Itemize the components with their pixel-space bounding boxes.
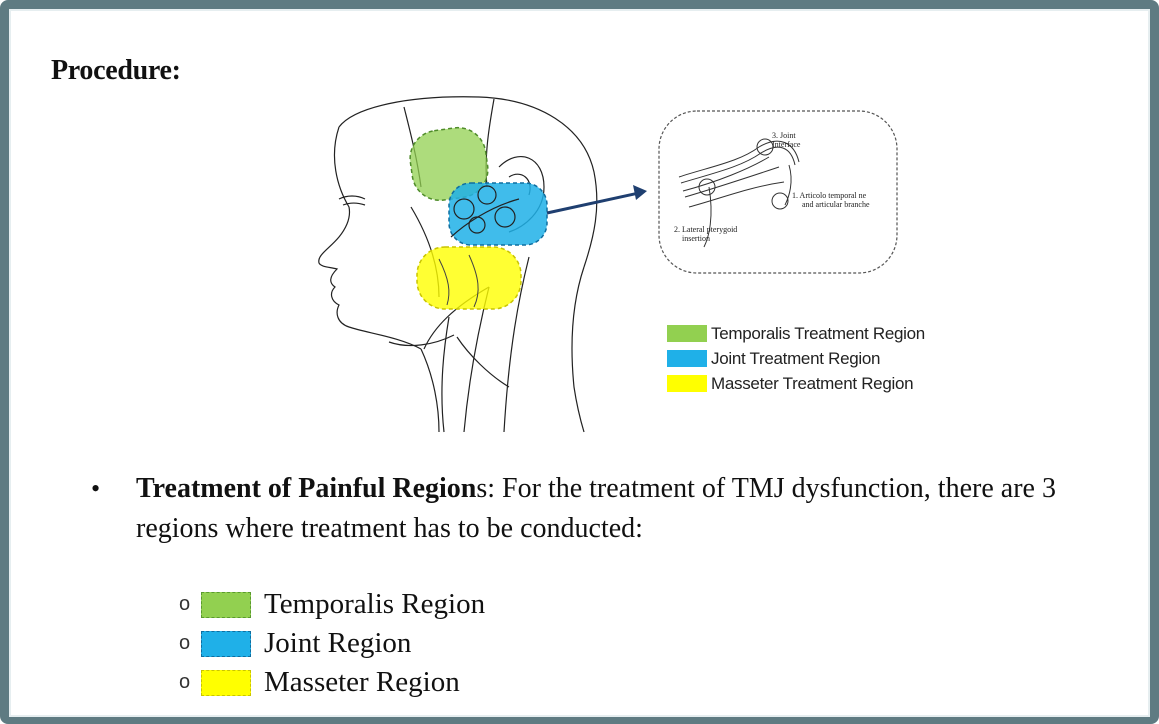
- legend-item-joint: Joint Treatment Region: [667, 346, 925, 371]
- bullet-bold-text: Treatment of Painful Region: [136, 473, 476, 504]
- bullet-text: Treatment of Painful Regions: For the tr…: [136, 469, 1076, 549]
- figure-legend: Temporalis Treatment Region Joint Treatm…: [667, 321, 925, 396]
- page-heading: Procedure:: [51, 55, 181, 87]
- list-marker: o: [179, 671, 201, 694]
- list-marker: o: [179, 632, 201, 655]
- legend-item-masseter: Masseter Treatment Region: [667, 371, 925, 396]
- legend-swatch-masseter: [667, 375, 707, 392]
- joint-region-overlay: [449, 183, 547, 245]
- legend-swatch-joint: [667, 350, 707, 367]
- region-list: o Temporalis Region o Joint Region o Mas…: [179, 585, 485, 702]
- legend-swatch-temporalis: [667, 325, 707, 342]
- inset-label-pterygoid: 2. Lateral pterygoid insertion: [674, 225, 737, 243]
- temporalis-swatch: [201, 592, 251, 618]
- list-item: o Temporalis Region: [179, 585, 485, 624]
- inset-label-temporal: 1. Articolo temporal ne and articular br…: [792, 191, 870, 209]
- bullet-marker: •: [91, 469, 100, 509]
- list-marker: o: [179, 593, 201, 616]
- list-item: o Masseter Region: [179, 663, 485, 702]
- masseter-swatch: [201, 670, 251, 696]
- list-item: o Joint Region: [179, 624, 485, 663]
- inset-label-joint: 3. Joint Interface: [772, 131, 800, 149]
- joint-swatch: [201, 631, 251, 657]
- arrow-head: [633, 185, 647, 200]
- arrow-line: [547, 193, 639, 213]
- masseter-region-overlay: [417, 247, 521, 309]
- legend-item-temporalis: Temporalis Treatment Region: [667, 321, 925, 346]
